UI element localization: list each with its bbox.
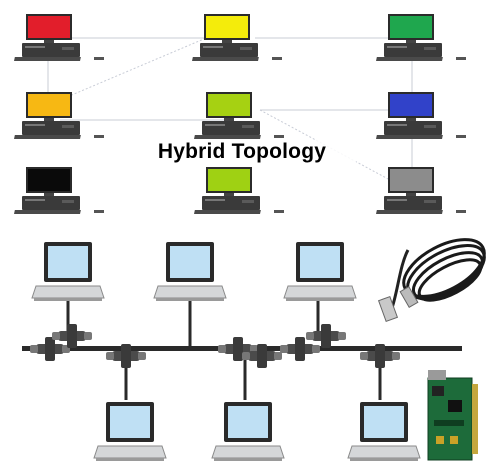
desktop-computer-icon [194,167,284,214]
top-drop-cables [66,300,320,346]
laptop-icon [153,241,227,302]
coaxial-cable-icon [377,238,486,323]
laptop-icon [31,241,105,302]
desktop-computer-icon [14,92,104,139]
desktop-computer-icon [376,14,466,61]
desktop-computer-icon [14,167,104,214]
network-card-icon [427,370,478,461]
laptop-icon [347,401,421,462]
bottom-drop-cables [124,356,382,400]
laptop-icon [283,241,357,302]
laptop-icon [93,401,167,462]
laptop-icon [211,401,285,462]
desktop-computer-icon [376,92,466,139]
diagram-title: Hybrid Topology [128,140,356,164]
desktop-computer-icon [194,92,284,139]
desktop-computer-icon [376,167,466,214]
